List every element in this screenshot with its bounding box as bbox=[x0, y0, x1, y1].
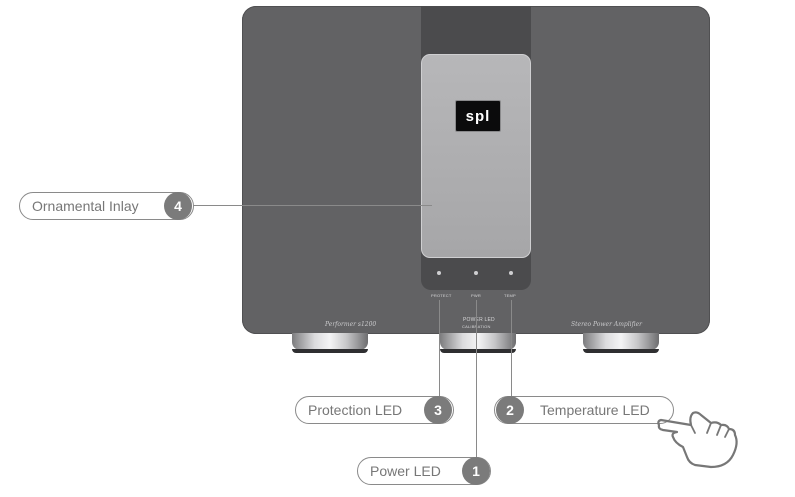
foot-left-shadow bbox=[292, 349, 368, 353]
ornamental-inlay bbox=[421, 54, 531, 258]
callout-number-4: 4 bbox=[164, 192, 192, 220]
center-text-1: POWER LED bbox=[463, 317, 495, 323]
model-text: Performer s1200 bbox=[325, 321, 377, 328]
callout-temperature-led: Temperature LED bbox=[494, 396, 674, 424]
callout-number-3: 3 bbox=[424, 396, 452, 424]
descriptor-text: Stereo Power Amplifier bbox=[571, 321, 643, 328]
power-led bbox=[474, 271, 478, 275]
pointing-hand-icon bbox=[657, 411, 738, 469]
led-label-temp: TEMP bbox=[504, 293, 516, 298]
led-label-protect: PROTECT bbox=[431, 293, 452, 298]
callout-label: Power LED bbox=[370, 463, 441, 479]
callout-label: Temperature LED bbox=[540, 402, 650, 418]
callout-number-1: 1 bbox=[462, 457, 490, 485]
protection-led bbox=[437, 271, 441, 275]
leader-line-ornamental bbox=[192, 205, 432, 206]
foot-left bbox=[292, 333, 368, 350]
leader-line-protection bbox=[439, 300, 440, 396]
callout-label: Protection LED bbox=[308, 402, 403, 418]
callout-number-2: 2 bbox=[496, 396, 524, 424]
led-label-pwr: PWR bbox=[471, 293, 481, 298]
foot-center-shadow bbox=[440, 349, 516, 353]
callout-label: Ornamental Inlay bbox=[32, 198, 139, 214]
spl-logo: spl bbox=[455, 100, 501, 132]
foot-right bbox=[583, 333, 659, 350]
foot-center bbox=[440, 333, 516, 350]
foot-right-shadow bbox=[583, 349, 659, 353]
temperature-led bbox=[509, 271, 513, 275]
leader-line-power bbox=[476, 300, 477, 457]
leader-line-temperature bbox=[511, 300, 512, 396]
